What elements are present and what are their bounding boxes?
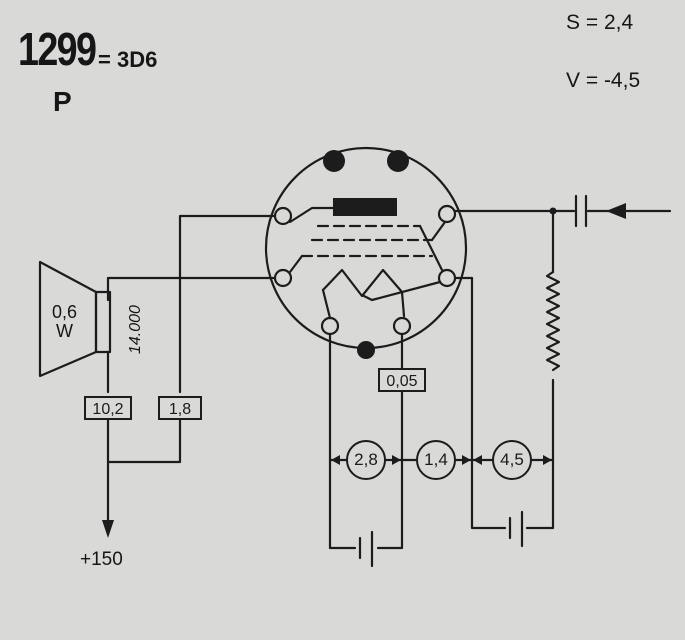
speaker-power-unit: W bbox=[56, 321, 74, 341]
control-grid-lead bbox=[288, 254, 304, 274]
speaker-transformer bbox=[94, 290, 112, 354]
wire-grid-leak-down bbox=[525, 378, 555, 530]
dim-arrow-4 bbox=[473, 455, 482, 465]
dim-arrow-3 bbox=[462, 455, 471, 465]
pin-bottom-right bbox=[392, 316, 412, 336]
tube-pin-top-left bbox=[323, 150, 345, 172]
anode-lead bbox=[288, 206, 335, 224]
tube-filament bbox=[321, 268, 406, 318]
tube-envelope bbox=[264, 146, 468, 350]
wire-filament bbox=[376, 332, 404, 550]
tube-pin-bottom bbox=[357, 341, 375, 359]
tube-class: P bbox=[53, 86, 72, 117]
pin-lower-right bbox=[437, 268, 457, 288]
tube-code: 1299 bbox=[18, 23, 97, 75]
wire-cathode bbox=[328, 332, 357, 550]
speaker-power-value: 0,6 bbox=[52, 302, 78, 322]
grid-leak-resistor bbox=[545, 270, 561, 372]
param-s: S = 2,4 bbox=[566, 11, 634, 34]
resistor-label-3: 0,05 bbox=[378, 368, 426, 392]
voltage-label-2: 1,4 bbox=[416, 440, 456, 480]
voltage-label-1: 2,8 bbox=[346, 440, 386, 480]
supply-arrow bbox=[102, 520, 114, 538]
screen-grid-lead bbox=[430, 220, 447, 242]
input-arrow bbox=[606, 203, 626, 219]
suppressor-grid-lead bbox=[418, 224, 444, 272]
tube-pin-top-right bbox=[387, 150, 409, 172]
filament-left-leg bbox=[321, 288, 332, 320]
wire-r2-down bbox=[106, 418, 182, 464]
speaker-power: 0,6 W bbox=[52, 303, 77, 341]
param-v: V = -4,5 bbox=[566, 69, 641, 92]
speaker-impedance: 14.000 bbox=[127, 305, 144, 354]
dim-arrow-1 bbox=[331, 455, 340, 465]
pin-bottom-left bbox=[320, 316, 340, 336]
resistor-label-1: 10,2 bbox=[84, 396, 132, 420]
filament-center-tap bbox=[362, 280, 442, 302]
wire-right-pin bbox=[470, 276, 507, 530]
pin-upper-left bbox=[273, 206, 293, 226]
supply-voltage: +150 bbox=[80, 549, 123, 570]
resistor-label-2: 1,8 bbox=[158, 396, 202, 420]
voltage-label-3: 4,5 bbox=[492, 440, 532, 480]
tube-anode bbox=[333, 198, 397, 216]
pin-lower-left bbox=[273, 268, 293, 288]
tube-equivalent: = 3D6 bbox=[98, 47, 158, 72]
dim-arrow-2 bbox=[392, 455, 401, 465]
dim-arrow-5 bbox=[543, 455, 552, 465]
coupling-capacitor bbox=[574, 194, 588, 228]
wire-anode bbox=[178, 214, 277, 394]
pin-upper-right bbox=[437, 204, 457, 224]
